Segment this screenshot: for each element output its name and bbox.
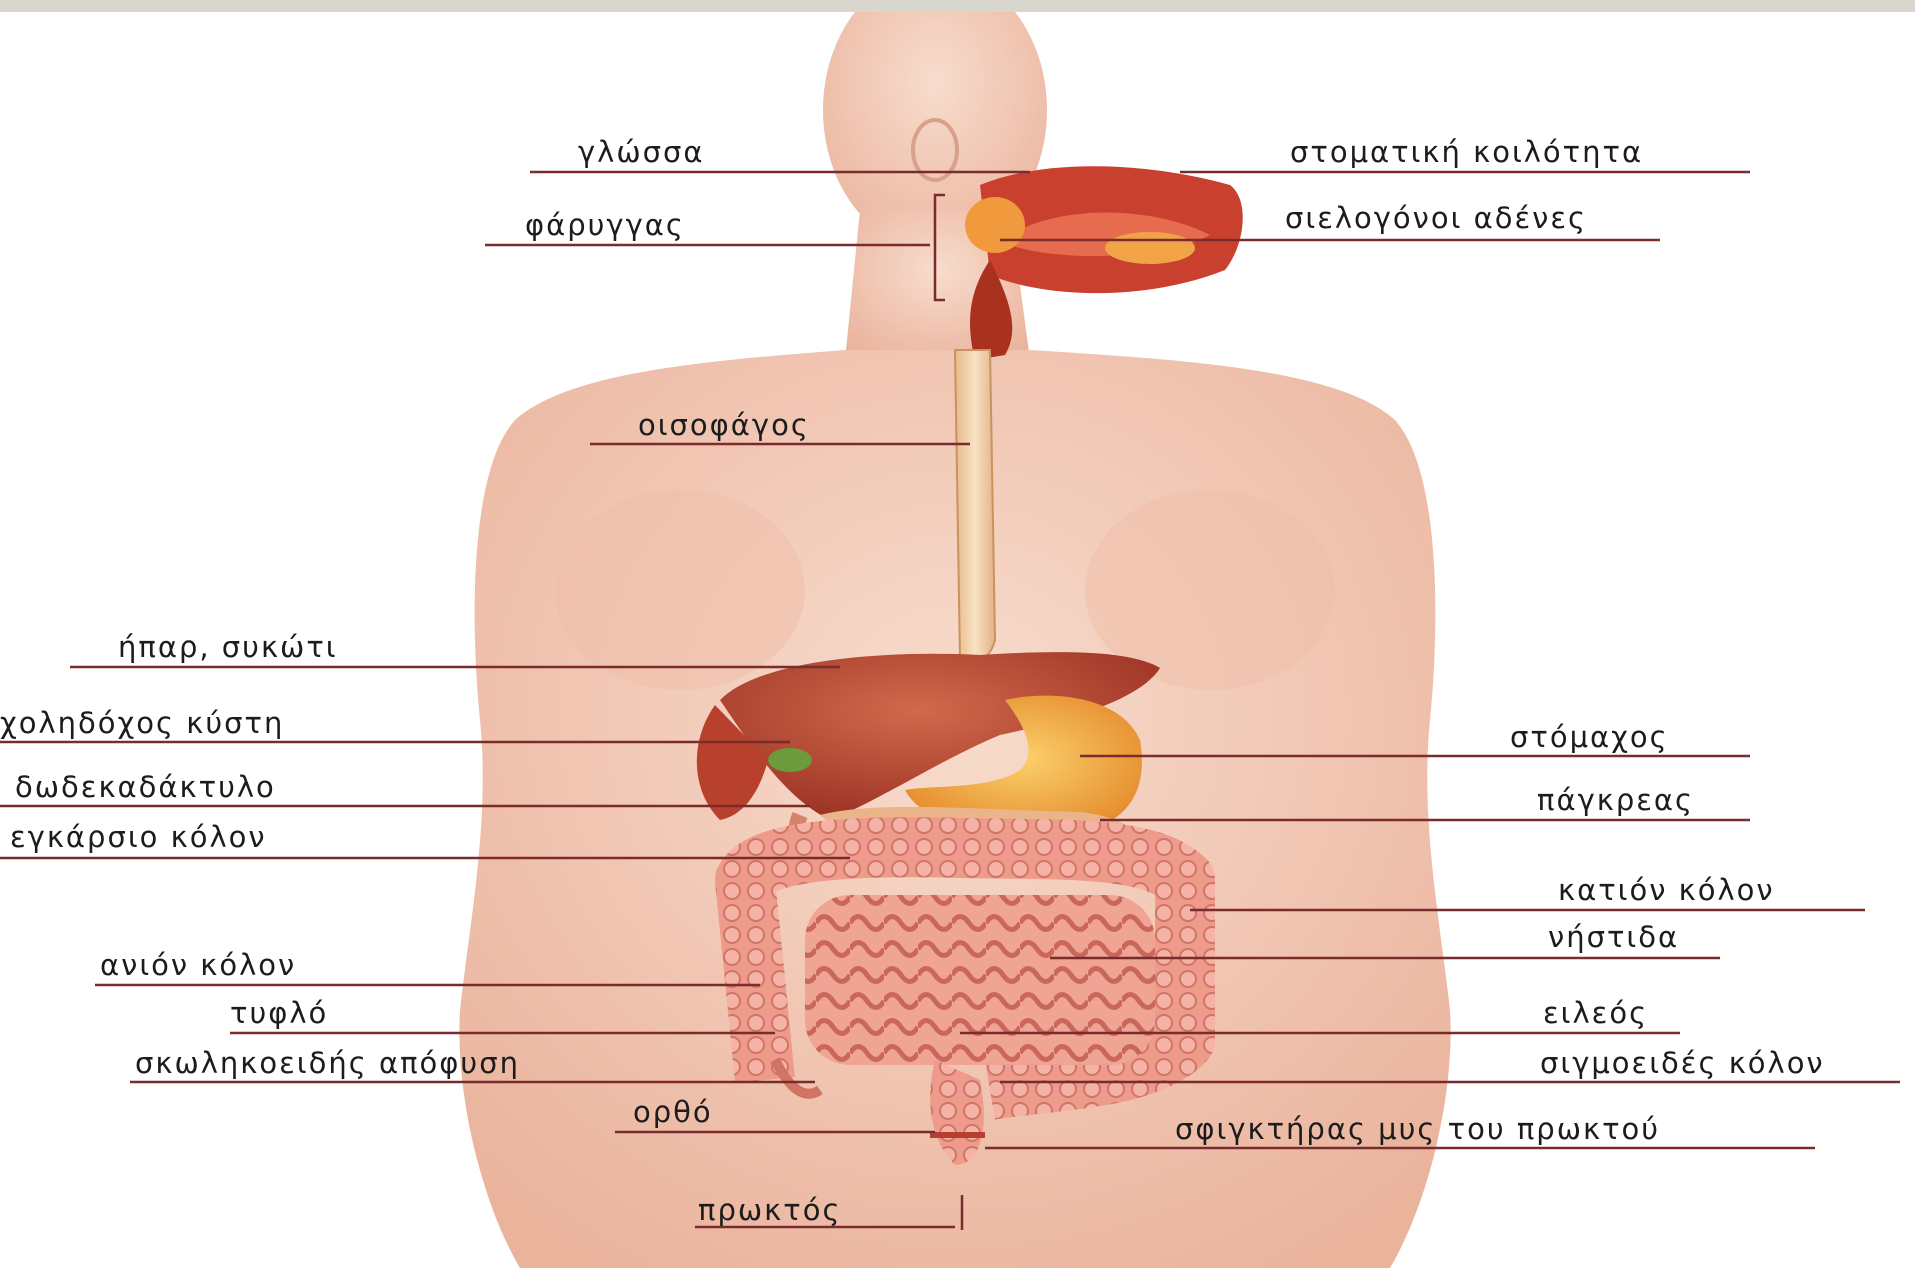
label-dodekadaktylo: δωδεκαδάκτυλο — [15, 770, 276, 804]
label-pagkreas: πάγκρεας — [1537, 783, 1694, 817]
label-ortho: ορθό — [633, 1095, 713, 1129]
label-sigmoeides-kolon: σιγμοειδές κόλον — [1540, 1046, 1825, 1080]
label-oisofagos: οισοφάγος — [638, 408, 810, 442]
label-stomachos: στόμαχος — [1510, 720, 1669, 754]
gallbladder — [768, 748, 812, 772]
salivary-gland-2 — [1105, 232, 1195, 264]
top-strip — [0, 0, 1915, 12]
label-sfigktiras-mys: σφιγκτήρας μυς του πρωκτού — [1175, 1112, 1660, 1146]
label-glossa: γλώσσα — [578, 135, 705, 169]
label-sielogonoi-adenes: σιελογόνοι αδένες — [1285, 201, 1587, 235]
label-tyflo: τυφλό — [230, 996, 328, 1030]
left-breast — [555, 490, 805, 690]
salivary-gland — [965, 197, 1025, 253]
label-anion-kolon: ανιόν κόλον — [100, 948, 296, 982]
label-eileos: ειλεός — [1543, 996, 1648, 1030]
label-egkarsio-kolon: εγκάρσιο κόλον — [10, 820, 267, 854]
esophagus — [955, 350, 995, 662]
small-intestine — [805, 895, 1155, 1065]
label-stomatiki-koilotita: στοματική κοιλότητα — [1290, 135, 1643, 169]
label-proktos: πρωκτός — [698, 1193, 841, 1227]
oral-organs — [965, 166, 1243, 360]
label-skolikoeidis-apofysi: σκωληκοειδής απόφυση — [135, 1046, 520, 1080]
label-faryggas: φάρυγγας — [525, 208, 685, 242]
label-ipar-sykoti: ήπαρ, συκώτι — [118, 630, 338, 664]
label-nistida: νήστιδα — [1548, 920, 1679, 954]
label-kation-kolon: κατιόν κόλον — [1558, 873, 1775, 907]
label-cholidochos-kysti: χοληδόχος κύστη — [0, 706, 284, 740]
